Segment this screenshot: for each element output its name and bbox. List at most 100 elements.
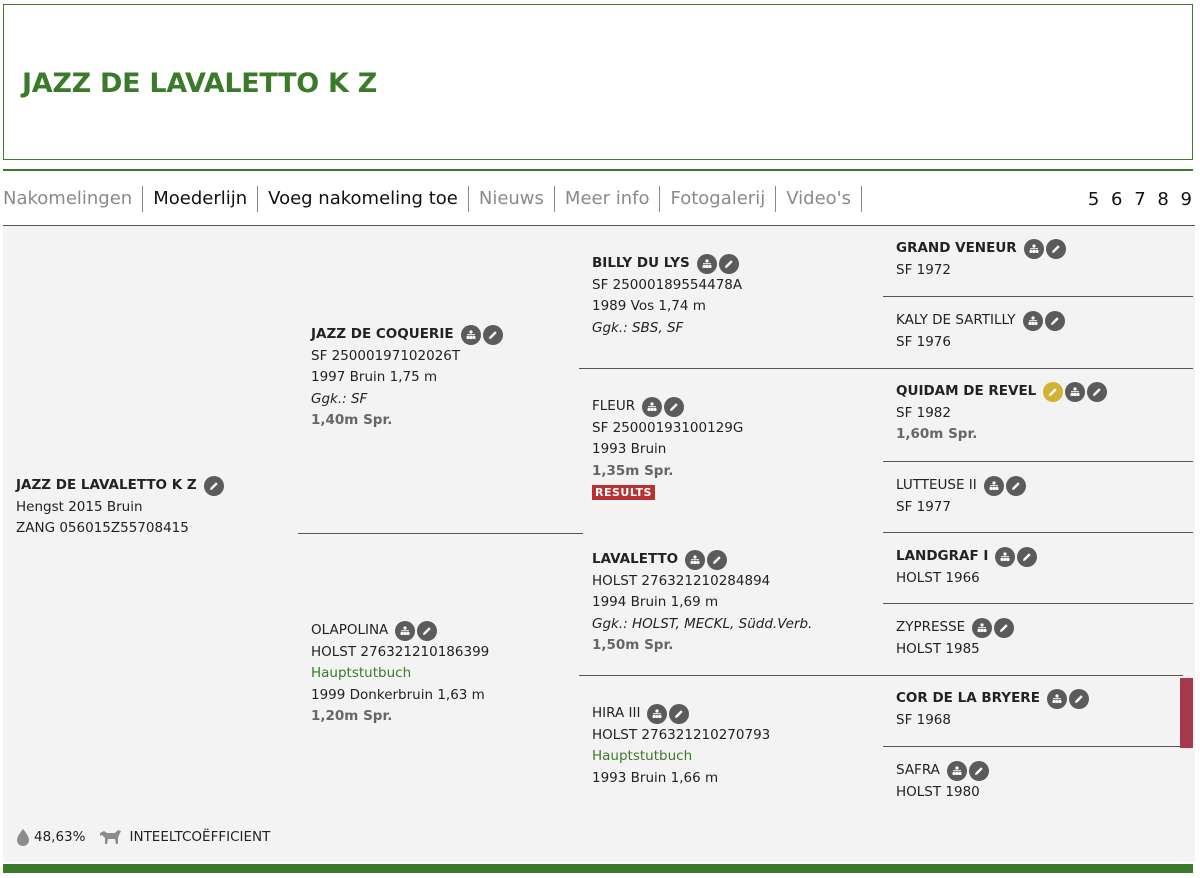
gen3-info: SF 1977 <box>896 498 951 515</box>
pedigree-icon[interactable] <box>946 760 967 781</box>
subject-name[interactable]: JAZZ DE LAVALETTO K Z <box>16 477 197 493</box>
sire-dam-name[interactable]: FLEUR <box>592 398 636 414</box>
tab-moederlijn[interactable]: Moederlijn <box>143 186 259 212</box>
drop-icon <box>17 829 29 846</box>
gen3-node: COR DE LA BRYERE SF 1968 <box>896 688 1091 731</box>
gen3-node: KALY DE SARTILLY SF 1976 <box>896 310 1067 353</box>
edit-icon[interactable] <box>1087 381 1108 402</box>
pedigree-icon[interactable] <box>983 475 1004 496</box>
edit-icon[interactable] <box>1068 688 1089 709</box>
gen3-info: SF 1972 <box>896 261 951 278</box>
sire-sire-registration: SF 25000189554478A <box>592 276 743 293</box>
dam-jumping: 1,20m Spr. <box>311 708 393 724</box>
edit-icon[interactable] <box>1017 546 1038 567</box>
sire-jumping: 1,40m Spr. <box>311 412 393 428</box>
tab-meer-info[interactable]: Meer info <box>555 186 661 212</box>
gen3-node: QUIDAM DE REVEL SF 1982 1,60m Spr. <box>896 381 1109 446</box>
sire-name[interactable]: JAZZ DE COQUERIE <box>311 326 454 342</box>
pedigree-icon[interactable] <box>1065 381 1086 402</box>
pedigree-chart: JAZZ DE LAVALETTO K Z Hengst 2015 Bruin … <box>3 226 1195 862</box>
pedigree-icon[interactable] <box>1023 238 1044 259</box>
gen3-name[interactable]: LUTTEUSE II <box>896 477 977 493</box>
edit-icon[interactable] <box>482 324 503 345</box>
inbreeding-label: INTEELTCOËFFICIENT <box>129 829 271 845</box>
gen3-info: SF 1968 <box>896 711 951 728</box>
divider <box>298 533 583 534</box>
divider <box>883 296 1193 297</box>
edit-icon[interactable] <box>718 253 739 274</box>
gen3-name[interactable]: SAFRA <box>896 762 940 778</box>
dam-dam-studbook: Hauptstutbuch <box>592 748 693 764</box>
tab-nieuws[interactable]: Nieuws <box>469 186 555 212</box>
sire-sire-name[interactable]: BILLY DU LYS <box>592 255 690 271</box>
divider <box>883 532 1193 533</box>
pedigree-icon[interactable] <box>1022 310 1043 331</box>
edit-icon[interactable] <box>203 475 224 496</box>
gen3-name[interactable]: LANDGRAF I <box>896 548 989 564</box>
divider <box>579 368 1193 369</box>
dam-sire-studbooks: Ggk.: HOLST, MECKL, Südd.Verb. <box>592 615 813 632</box>
generation-pages[interactable]: 5 6 7 8 9 <box>1087 188 1195 210</box>
pedigree-icon[interactable] <box>395 620 416 641</box>
edit-icon[interactable] <box>417 620 438 641</box>
gen3-name[interactable]: COR DE LA BRYERE <box>896 690 1040 706</box>
gen3-info: HOLST 1966 <box>896 569 980 586</box>
divider <box>883 603 1193 604</box>
pedigree-icon[interactable] <box>460 324 481 345</box>
gen3-info: SF 1982 <box>896 404 951 421</box>
dam-dam-name[interactable]: HIRA III <box>592 705 641 721</box>
pedigree-icon[interactable] <box>642 396 663 417</box>
edit-icon[interactable] <box>669 703 690 724</box>
divider <box>883 746 1193 747</box>
tab-voeg-nakomeling-toe[interactable]: Voeg nakomeling toe <box>258 186 469 212</box>
inbreeding-percentage: 48,63% <box>34 829 86 845</box>
nav-divider <box>3 225 1195 226</box>
gen3-node: ZYPRESSE HOLST 1985 <box>896 617 1016 660</box>
edit-icon[interactable] <box>707 549 728 570</box>
dam-sire-node: LAVALETTO HOLST 276321210284894 1994 Bru… <box>592 549 812 657</box>
dam-dam-registration: HOLST 276321210270793 <box>592 726 771 743</box>
tab-fotogalerij[interactable]: Fotogalerij <box>660 186 777 212</box>
pedigree-icon[interactable] <box>685 549 706 570</box>
gen3-node: GRAND VENEUR SF 1972 <box>896 238 1068 281</box>
subject-info: Hengst 2015 Bruin <box>16 498 143 515</box>
gen3-node: LANDGRAF I HOLST 1966 <box>896 546 1039 589</box>
pencil-gold-icon[interactable] <box>1043 381 1064 402</box>
dam-name[interactable]: OLAPOLINA <box>311 622 389 638</box>
results-badge[interactable]: RESULTS <box>592 485 655 500</box>
edit-icon[interactable] <box>1045 238 1066 259</box>
sire-registration: SF 25000197102026T <box>311 347 461 364</box>
edit-icon[interactable] <box>1044 310 1065 331</box>
bottom-divider <box>3 864 1193 873</box>
pedigree-icon[interactable] <box>1046 688 1067 709</box>
gen3-info: HOLST 1985 <box>896 640 980 657</box>
sire-info: 1997 Bruin 1,75 m <box>311 369 438 385</box>
edit-icon[interactable] <box>1005 475 1026 496</box>
page-title: JAZZ DE LAVALETTO K Z <box>22 68 378 99</box>
pedigree-icon[interactable] <box>972 617 993 638</box>
pedigree-icon[interactable] <box>696 253 717 274</box>
tab-nav: Nakomelingen Moederlijn Voeg nakomeling … <box>3 182 1195 216</box>
dam-sire-name[interactable]: LAVALETTO <box>592 551 679 567</box>
subject-node: JAZZ DE LAVALETTO K Z Hengst 2015 Bruin … <box>16 475 226 540</box>
sire-node: JAZZ DE COQUERIE SF 25000197102026T 1997… <box>311 324 505 432</box>
dam-sire-jumping: 1,50m Spr. <box>592 637 674 653</box>
divider <box>883 461 1193 462</box>
pedigree-icon[interactable] <box>995 546 1016 567</box>
gen3-name[interactable]: ZYPRESSE <box>896 619 966 635</box>
top-divider <box>3 169 1193 171</box>
gen3-name[interactable]: GRAND VENEUR <box>896 240 1017 256</box>
sire-sire-node: BILLY DU LYS SF 25000189554478A 1989 Vos… <box>592 253 742 339</box>
sire-dam-jumping: 1,35m Spr. <box>592 462 674 479</box>
edit-icon[interactable] <box>664 396 685 417</box>
inbreeding-info: 48,63% INTEELTCOËFFICIENT <box>15 828 270 846</box>
pedigree-icon[interactable] <box>647 703 668 724</box>
gen3-name[interactable]: KALY DE SARTILLY <box>896 312 1016 328</box>
sire-sire-info: 1989 Vos 1,74 m <box>592 298 706 314</box>
tab-nakomelingen[interactable]: Nakomelingen <box>3 186 144 212</box>
edit-icon[interactable] <box>968 760 989 781</box>
tab-videos[interactable]: Video's <box>776 186 862 212</box>
edit-icon[interactable] <box>994 617 1015 638</box>
gen3-name[interactable]: QUIDAM DE REVEL <box>896 383 1037 399</box>
gen3-node: SAFRA HOLST 1980 <box>896 760 991 803</box>
